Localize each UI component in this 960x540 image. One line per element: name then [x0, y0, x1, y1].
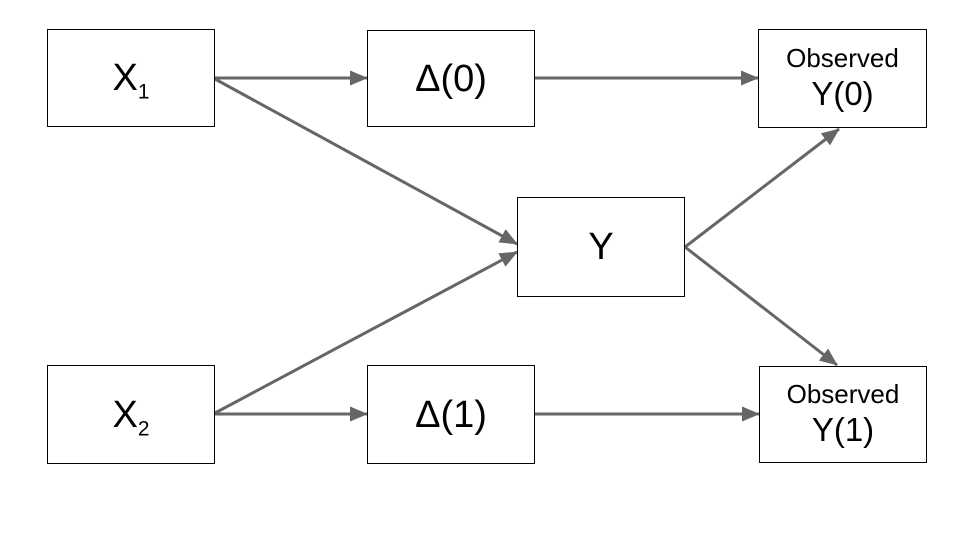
node-y-label: Y	[588, 226, 614, 268]
node-x1-base: X	[112, 57, 138, 99]
node-observed-y0-line1: Observed	[786, 43, 899, 74]
edge-y-to-observed-y1	[684, 245, 838, 367]
node-observed-y0-line2: Y(0)	[811, 75, 874, 113]
edge-x1-to-y	[214, 77, 518, 246]
node-x1: X1	[47, 29, 215, 127]
node-x2-label: X2	[112, 393, 150, 440]
node-x1-label: X1	[112, 57, 150, 103]
node-observed-y1-line1: Observed	[786, 379, 900, 410]
node-x1-subscript: 1	[137, 80, 150, 104]
node-x2: X2	[47, 365, 215, 464]
edge-y-to-observed-y0	[684, 127, 840, 249]
node-delta0-label: Δ(0)	[415, 57, 487, 100]
node-delta0: Δ(0)	[367, 30, 535, 127]
node-observed-y1-line2: Y(1)	[811, 411, 875, 449]
node-x2-base: X	[112, 393, 138, 436]
node-delta1-label: Δ(1)	[415, 393, 487, 436]
node-observed-y0: Observed Y(0)	[758, 29, 927, 128]
edge-x2-to-y	[214, 250, 518, 415]
node-observed-y1: Observed Y(1)	[759, 366, 927, 463]
node-y: Y	[517, 197, 685, 297]
node-x2-subscript: 2	[137, 417, 150, 441]
node-delta1: Δ(1)	[367, 365, 535, 464]
